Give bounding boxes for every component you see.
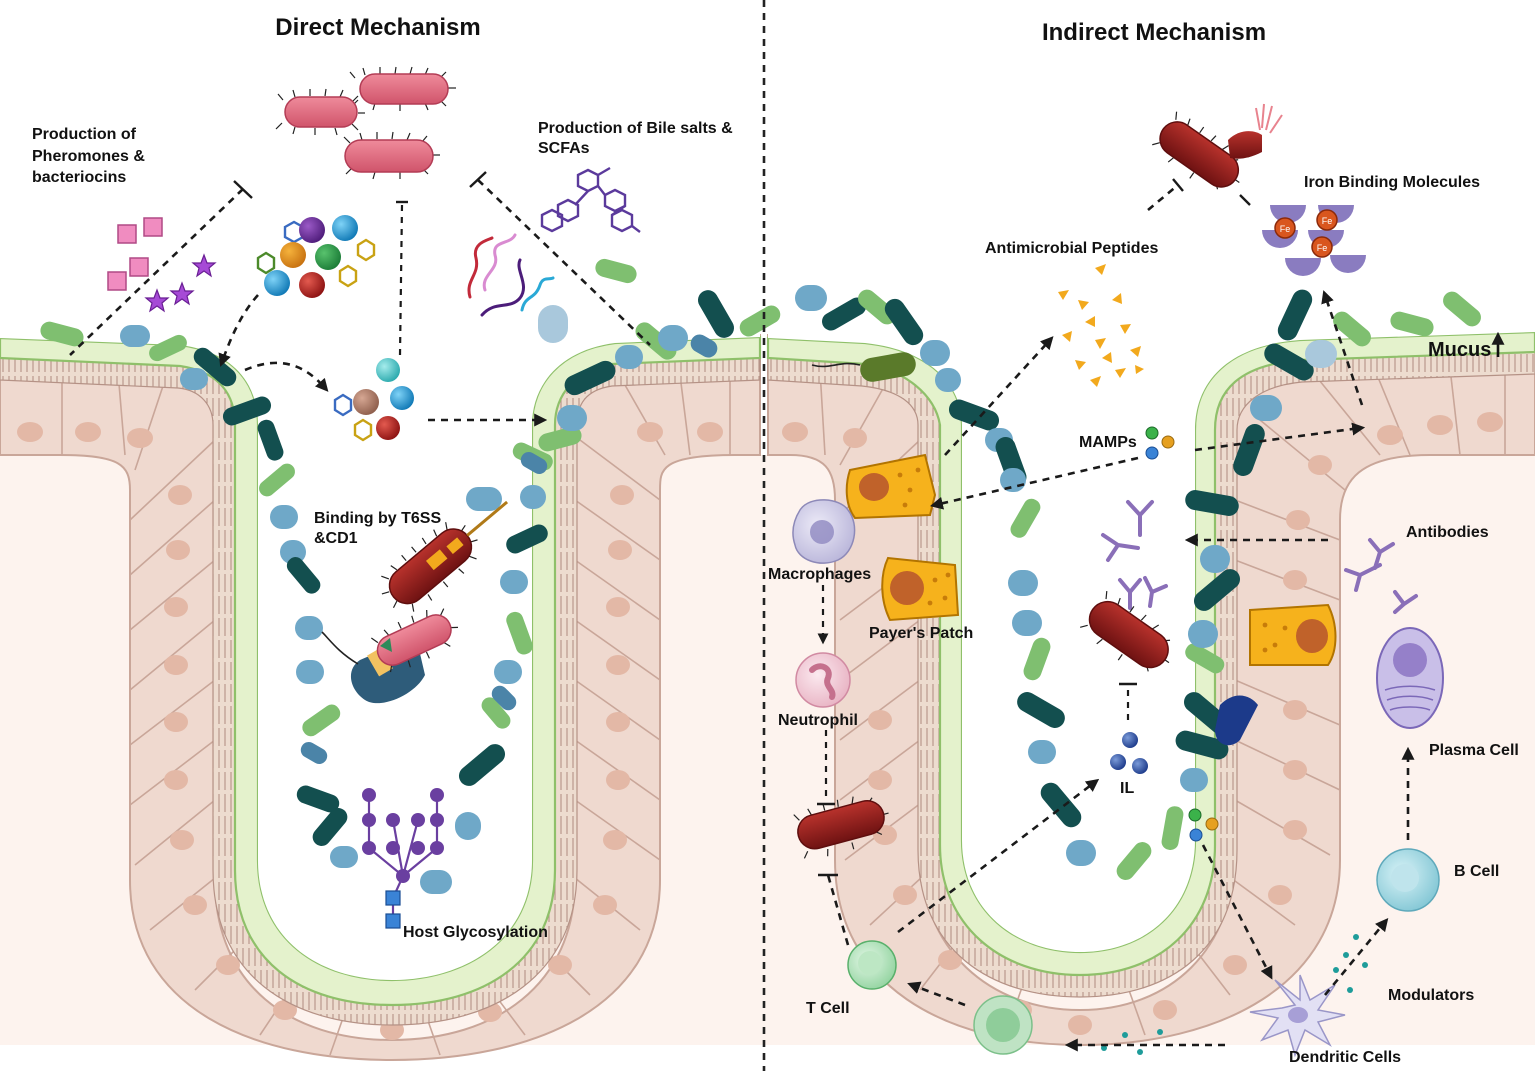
naive-cell [973, 995, 1033, 1055]
left-crypt [0, 0, 762, 1062]
pathogen-tcell-target [793, 796, 889, 859]
fe-label-2: Fe [1322, 216, 1333, 226]
plasma-cell-label: Plasma Cell [1429, 742, 1519, 759]
antibodies-label: Antibodies [1406, 524, 1489, 541]
indirect-mechanism-title: Indirect Mechanism [1042, 19, 1266, 46]
antimicrobial-peptides-label: Antimicrobial Peptides [985, 240, 1158, 257]
macrophages-label: Macrophages [768, 566, 871, 583]
t6ss-label-line1: Binding by T6SS [314, 510, 441, 527]
commensal-bacteria [40, 258, 1481, 894]
cd1-binding-pathogen [321, 608, 458, 704]
pheromone-shapes [107, 217, 217, 313]
mucus-label: Mucus [1428, 339, 1491, 361]
neutrophil-cell [795, 652, 851, 708]
metabolite-balls-top [256, 215, 376, 298]
mamps-label: MAMPs [1079, 434, 1137, 451]
metabolite-balls-mid [333, 358, 414, 442]
fe-label-3: Fe [1317, 243, 1328, 253]
direct-mechanism-title: Direct Mechanism [275, 14, 480, 41]
il-label: IL [1120, 780, 1134, 797]
pheromones-label-line1: Production of [32, 126, 137, 143]
b-cell [1376, 848, 1440, 912]
bile-salts-label-line2: SCFAs [538, 140, 590, 157]
t6ss-label-line2: &CD1 [314, 530, 358, 547]
right-crypt [766, 0, 1535, 1047]
modulators-label: Modulators [1388, 987, 1474, 1004]
b-cell-label: B Cell [1454, 863, 1499, 880]
antimicrobial-peptides [1058, 264, 1144, 387]
pathogen-cluster-top [275, 66, 456, 180]
antibodies [1101, 500, 1418, 614]
bile-salts-label-line1: Production of Bile salts & [538, 120, 733, 137]
host-glycan [362, 788, 444, 929]
neutrophil-label: Neutrophil [778, 712, 858, 729]
iron-binding-molecules-label: Iron Binding Molecules [1304, 174, 1480, 191]
modulator-dots [1101, 934, 1368, 1055]
host-glycosylation-label: Host Glycosylation [403, 924, 548, 941]
t6ss-pathogen [381, 500, 509, 612]
lysed-pathogen [1152, 103, 1283, 190]
payers-patch-cells [845, 453, 1337, 666]
fe-label-1: Fe [1280, 224, 1291, 234]
macrophage-cell [792, 499, 856, 564]
dendritic-cell [1249, 974, 1346, 1058]
pathogen-lumen-right [1080, 591, 1171, 672]
pheromones-label-line3: bacteriocins [32, 169, 126, 186]
bile-salt-molecules [540, 166, 641, 233]
indirect-arrows [817, 178, 1505, 1052]
pheromones-label-line2: Pheromones & [32, 148, 145, 165]
dendritic-cells-label: Dendritic Cells [1289, 1049, 1401, 1066]
il-dots [1110, 732, 1148, 774]
scfa-chains [467, 233, 555, 317]
t-cell [847, 940, 897, 990]
plasma-cell [1376, 627, 1444, 729]
t-cell-label: T Cell [806, 1000, 850, 1017]
payers-patch-label: Payer's Patch [869, 625, 973, 642]
direct-arrows [69, 171, 651, 427]
iron-binding-cluster: Fe Fe Fe [1262, 205, 1366, 276]
mamps-dots [1145, 426, 1219, 842]
